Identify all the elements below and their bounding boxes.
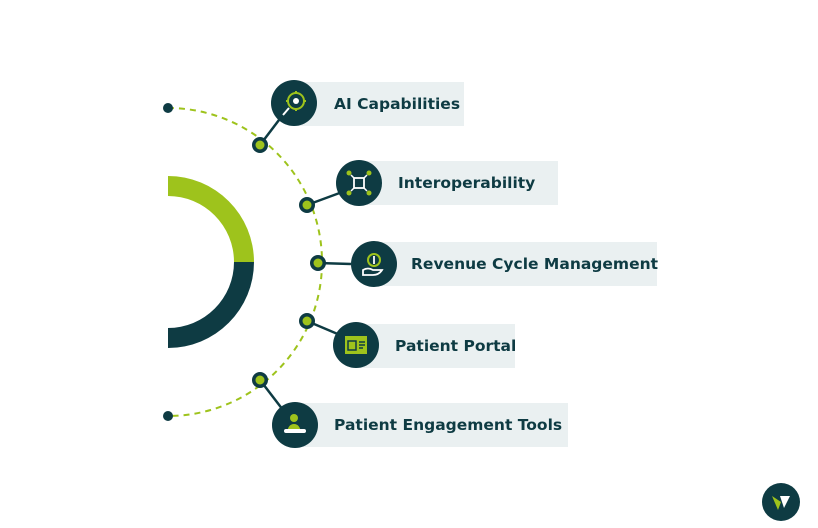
portal-window-icon [333,322,379,368]
label-box-revenue-cycle-management: Revenue Cycle Management [373,242,659,286]
ai-gear-icon [271,80,317,126]
network-nodes-icon [336,160,382,206]
brand-logo-icon [762,483,800,521]
arc-end-dot-bottom [163,411,173,421]
ring-segment-dark [168,262,254,348]
label-box-interoperability: Interoperability [358,161,558,205]
label-patient-engagement-tools: Patient Engagement Tools [334,416,563,434]
arc-node-3 [310,255,326,271]
patient-engagement-icon [272,402,318,448]
label-revenue-cycle-management: Revenue Cycle Management [411,255,659,273]
label-interoperability: Interoperability [398,174,536,192]
ring-segment-green [168,176,254,262]
arc-node-2 [299,197,315,213]
label-box-patient-engagement-tools: Patient Engagement Tools [294,403,568,447]
label-box-patient-portal: Patient Portal [355,324,517,368]
arc-end-dot-top [163,103,173,113]
money-hand-icon [351,241,397,287]
label-ai-capabilities: AI Capabilities [334,95,461,113]
arc-node-4 [299,313,315,329]
label-box-ai-capabilities: AI Capabilities [294,82,464,126]
label-patient-portal: Patient Portal [395,337,517,355]
arc-node-1 [252,137,268,153]
dashed-arc [167,107,323,417]
arc-node-5 [252,372,268,388]
